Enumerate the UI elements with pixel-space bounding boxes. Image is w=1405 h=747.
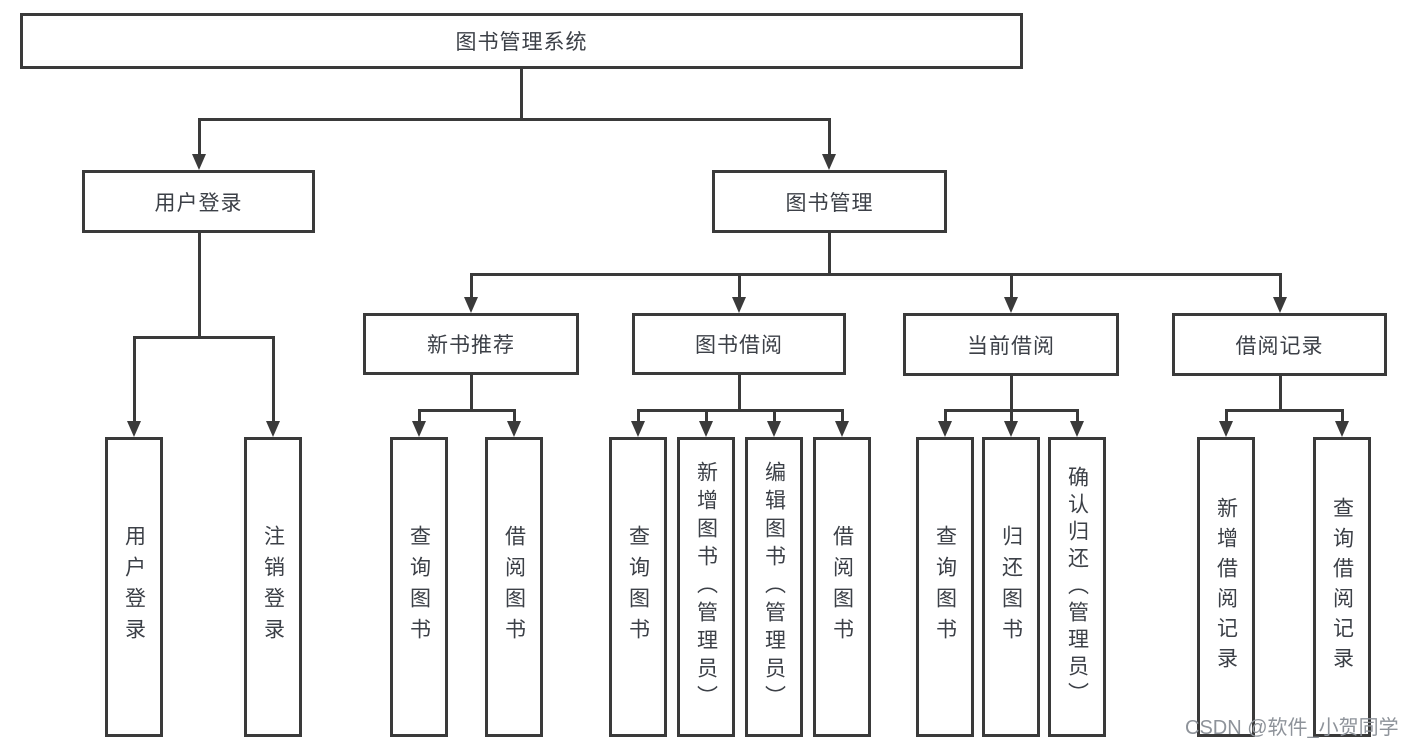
node-label: 查询借阅记录 (1330, 497, 1354, 677)
node-book-borrowing: 图书借阅 (632, 313, 846, 375)
node-leaf-logout: 注销登录 (244, 437, 302, 737)
arrowhead-icon (192, 154, 206, 170)
node-label: 用户登录 (154, 191, 243, 215)
node-label: 新增图书（管理员） (694, 461, 718, 713)
connector-line (705, 409, 708, 423)
arrowhead-icon (464, 297, 478, 313)
node-leaf-query-books-2: 查询图书 (609, 437, 667, 737)
connector-line (637, 409, 640, 423)
node-label: 编辑图书（管理员） (762, 461, 786, 713)
connector-line (1225, 409, 1343, 412)
arrowhead-icon (938, 421, 952, 437)
connector-line (133, 336, 274, 339)
node-label: 图书借阅 (695, 334, 783, 357)
node-label: 查询图书 (626, 525, 650, 649)
connector-line (738, 273, 741, 299)
connector-line (198, 118, 830, 121)
node-book-management: 图书管理 (712, 170, 947, 233)
connector-line (418, 409, 421, 423)
arrowhead-icon (412, 421, 426, 437)
arrowhead-icon (631, 421, 645, 437)
node-library-system: 图书管理系统 (20, 13, 1023, 69)
connector-line (944, 409, 947, 423)
arrowhead-icon (1335, 421, 1349, 437)
node-label: 查询图书 (407, 525, 431, 649)
node-leaf-return-books: 归还图书 (982, 437, 1040, 737)
connector-line (1279, 375, 1282, 411)
connector-line (1010, 273, 1013, 299)
node-label: 用户登录 (122, 525, 146, 649)
node-label: 归还图书 (999, 525, 1023, 649)
connector-line (418, 409, 515, 412)
arrowhead-icon (767, 421, 781, 437)
connector-line (1341, 409, 1344, 423)
connector-line (828, 118, 831, 156)
node-leaf-user-login: 用户登录 (105, 437, 163, 737)
node-leaf-confirm-return-admin: 确认归还（管理员） (1048, 437, 1106, 737)
node-leaf-borrow-books-2: 借阅图书 (813, 437, 871, 737)
node-leaf-edit-books-admin: 编辑图书（管理员） (745, 437, 803, 737)
connector-line (198, 118, 201, 156)
node-borrow-records: 借阅记录 (1172, 313, 1387, 376)
node-label: 确认归还（管理员） (1065, 465, 1089, 709)
connector-line (470, 273, 1281, 276)
csdn-watermark: CSDN @软件_小贺同学 (1185, 717, 1399, 739)
arrowhead-icon (699, 421, 713, 437)
arrowhead-icon (1070, 421, 1084, 437)
arrowhead-icon (507, 421, 521, 437)
connector-line (513, 409, 516, 423)
node-label: 查询图书 (933, 525, 957, 649)
connector-line (133, 336, 136, 423)
arrowhead-icon (732, 297, 746, 313)
arrowhead-icon (822, 154, 836, 170)
node-new-book-recommend: 新书推荐 (363, 313, 579, 375)
node-leaf-query-books-3: 查询图书 (916, 437, 974, 737)
connector-line (1076, 409, 1079, 423)
node-label: 借阅图书 (502, 525, 526, 649)
connector-line (637, 409, 843, 412)
node-current-borrowing: 当前借阅 (903, 313, 1119, 376)
arrowhead-icon (266, 421, 280, 437)
node-user-login: 用户登录 (82, 170, 315, 233)
arrowhead-icon (1219, 421, 1233, 437)
connector-line (1010, 375, 1013, 411)
connector-line (470, 375, 473, 411)
arrowhead-icon (1004, 297, 1018, 313)
connector-line (738, 375, 741, 411)
node-label: 新增借阅记录 (1214, 497, 1238, 677)
connector-line (1010, 409, 1013, 423)
node-leaf-add-books-admin: 新增图书（管理员） (677, 437, 735, 737)
node-leaf-query-borrow-record: 查询借阅记录 (1313, 437, 1371, 737)
node-leaf-add-borrow-record: 新增借阅记录 (1197, 437, 1255, 737)
arrowhead-icon (1273, 297, 1287, 313)
connector-line (841, 409, 844, 423)
connector-line (272, 336, 275, 423)
connector-line (1225, 409, 1228, 423)
node-label: 注销登录 (261, 525, 285, 649)
connector-line (828, 233, 831, 275)
arrowhead-icon (127, 421, 141, 437)
node-label: 借阅图书 (830, 525, 854, 649)
node-label: 新书推荐 (427, 334, 515, 357)
node-leaf-borrow-books-1: 借阅图书 (485, 437, 543, 737)
node-leaf-query-books-1: 查询图书 (390, 437, 448, 737)
connector-line (773, 409, 776, 423)
node-label: 当前借阅 (967, 334, 1055, 358)
connector-line (520, 69, 523, 118)
node-label: 图书管理 (785, 191, 874, 215)
connector-line (198, 233, 201, 336)
connector-line (470, 273, 473, 299)
node-label: 图书管理系统 (455, 31, 588, 54)
arrowhead-icon (1004, 421, 1018, 437)
connector-line (1279, 273, 1282, 299)
node-label: 借阅记录 (1235, 334, 1324, 358)
arrowhead-icon (835, 421, 849, 437)
